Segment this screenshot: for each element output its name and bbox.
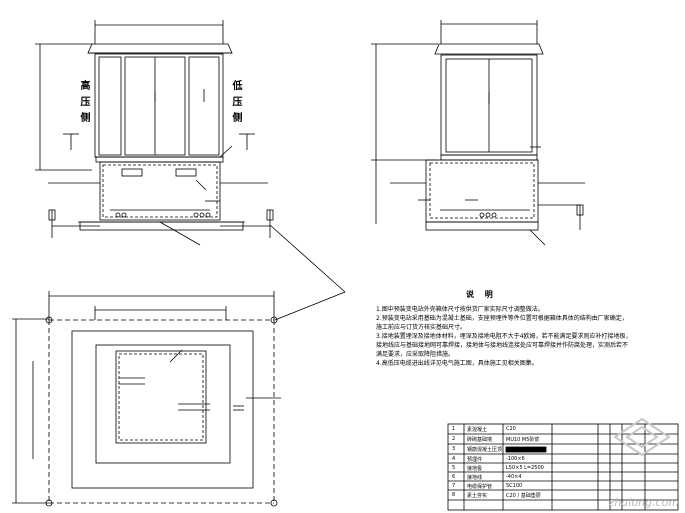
front-view (35, 20, 346, 293)
low-voltage-side-label: 低压侧 (230, 80, 241, 128)
tb-spec: L50×5 L=2500 (506, 465, 544, 471)
note-line: 满足要求，应采取降阻措施。 (376, 351, 455, 358)
tb-spec: -100×6 (506, 456, 525, 462)
tb-name: 素混凝土 (467, 427, 488, 433)
note-line: 4.高低压电缆进出线详见电气施工图，具体施工见相关图集。 (376, 360, 538, 367)
watermark-text: zhulong.com (608, 496, 679, 509)
tb-num: 5 (452, 465, 456, 471)
tb-name: 接地线 (467, 475, 483, 481)
tb-num: 2 (452, 436, 456, 442)
tb-name: 电缆保护管 (467, 484, 493, 490)
tb-spec: C20 (506, 426, 516, 432)
tb-num: 8 (452, 492, 456, 498)
note-line: 施工前应与订货方核实基础尺寸。 (376, 324, 467, 331)
tb-spec: MU10 M5砂浆 (506, 437, 540, 443)
note-line: 1.图中预装变电站外壳箱体尺寸按供货厂家实际尺寸调整做法。 (376, 306, 544, 313)
tb-name: 接地极 (467, 466, 483, 472)
tb-name: 预埋件 (467, 457, 483, 463)
note-line: 3.接地装置埋深及接地体材料，埋深及接地电阻不大于4欧姆，若不能满足要求则应补打… (376, 333, 632, 340)
high-voltage-side-label: 高压侧 (78, 80, 89, 128)
tb-name: 钢筋混凝土压顶 (467, 447, 502, 453)
tb-num: 7 (452, 483, 456, 489)
tb-name: 素土夯实 (467, 493, 488, 499)
notes-title: 说 明 (466, 290, 497, 299)
side-view (371, 20, 585, 246)
plan-view (12, 291, 346, 507)
tb-num: 6 (452, 474, 456, 480)
note-line: 接地线应与基础接地网可靠焊接，接地体与接地线连接处应可靠焊接并作防腐处理，实测后… (376, 342, 629, 349)
tb-num: 1 (452, 426, 456, 432)
tb-num: 4 (452, 456, 456, 462)
tb-spec: SC100 (506, 483, 523, 489)
title-block-grid (447, 423, 679, 511)
tb-num: 3 (452, 446, 456, 452)
tb-spec: -40×4 (506, 474, 522, 480)
tb-spec: C20 / 基础垫层 (506, 493, 541, 499)
watermark-logo (613, 417, 671, 457)
tb-name: 砖砌基础墙 (467, 437, 493, 443)
note-line: 2.预装变电站采用基础为混凝土基础，支座预埋件等件位置可根据箱体具体的结构由厂家… (376, 315, 628, 322)
